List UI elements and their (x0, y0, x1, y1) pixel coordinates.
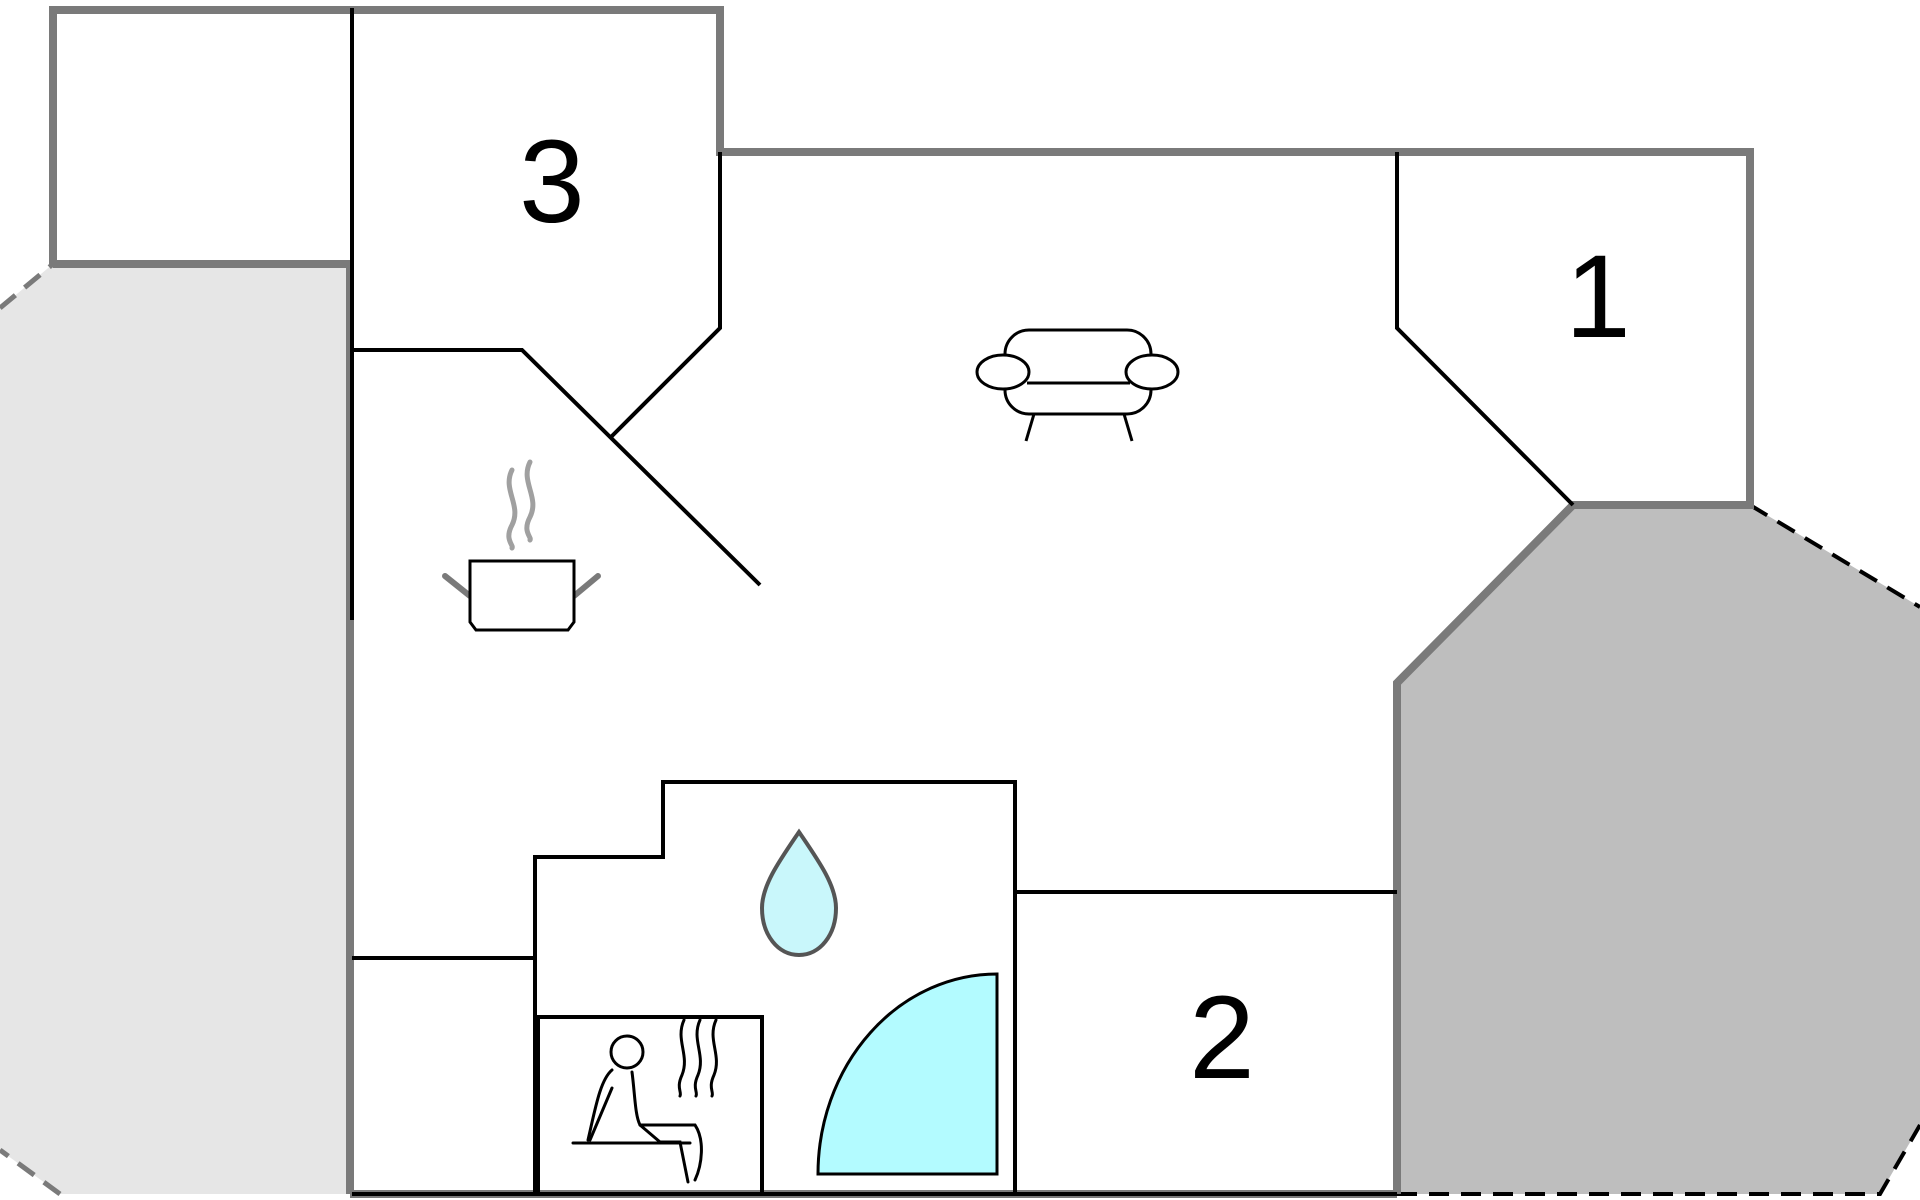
room-label-2: 2 (1189, 972, 1255, 1104)
sofa-icon (975, 328, 1180, 442)
room-label-3: 3 (519, 116, 585, 248)
storage-room (53, 10, 351, 264)
quarter-circle-shower-icon (816, 972, 999, 1176)
terrace-left (0, 262, 350, 1197)
terrace-right (1397, 503, 1920, 1196)
sauna-person-icon (571, 1018, 718, 1184)
cooking-pot-icon (442, 459, 601, 632)
water-drop-icon (759, 828, 839, 958)
interior-walls (350, 8, 1575, 1196)
room-label-1: 1 (1565, 231, 1631, 363)
